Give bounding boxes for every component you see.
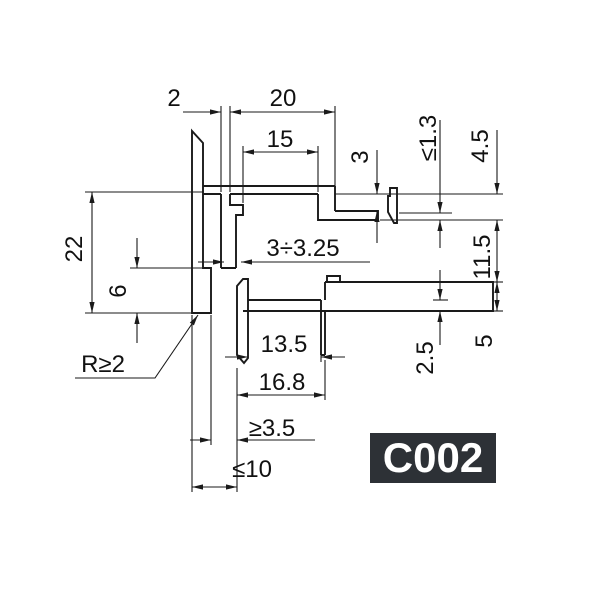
- dim-label-lip-height: 3: [347, 150, 374, 163]
- dim-label-web-top: 2: [167, 85, 180, 112]
- dim-label-foot-width: ≥3.5: [249, 415, 296, 442]
- part-code-badge: C002: [370, 433, 496, 483]
- dim-label-arm-thickness: 5: [471, 334, 498, 347]
- dim-label-top-outer-width: 20: [270, 85, 297, 112]
- profile-lower-right-wall: [320, 300, 326, 356]
- dim-label-lower-outer-width: 16.8: [259, 369, 306, 396]
- dim-label-top-inner-width: 15: [267, 126, 294, 153]
- dim-label-corner-radius: R≥2: [81, 351, 125, 378]
- part-code-label: C002: [383, 434, 483, 481]
- part-code-box: [370, 433, 496, 483]
- profile-lower-arm: [243, 275, 494, 312]
- dimension-arrowheads: [89, 109, 500, 490]
- profile-left-leg: [191, 128, 212, 314]
- profile-center-web: [220, 194, 244, 269]
- dim-label-lower-inner-width: 13.5: [261, 331, 308, 358]
- dim-label-web-lower: 3÷3.25: [266, 235, 339, 262]
- radius-leader-line: [75, 314, 199, 379]
- dim-label-plate-thickness: 2.5: [412, 341, 439, 374]
- profile-outline: [191, 128, 494, 365]
- profile-top-channel: [203, 185, 335, 195]
- dim-label-step-height: 6: [105, 284, 132, 297]
- profile-right-flange: [317, 186, 379, 221]
- dimension-labels: 2 20 15 3 ≤1.3 4.5 22 11.5 6 3÷3.25 13.5…: [61, 85, 498, 483]
- profile-hook-clip: [387, 187, 398, 224]
- dim-label-mid-gap: 11.5: [469, 235, 496, 280]
- dim-label-hook-gap: ≤1.3: [415, 115, 442, 162]
- dim-label-overall-depth: ≤10: [232, 456, 272, 483]
- dimension-lines: [75, 111, 498, 488]
- profile-lower-left-wall: [236, 278, 249, 365]
- dim-label-left-height: 22: [61, 236, 88, 263]
- dim-label-flange-height: 4.5: [467, 129, 494, 162]
- radius-leader-arrowhead: [189, 315, 198, 326]
- extension-lines: [85, 106, 503, 492]
